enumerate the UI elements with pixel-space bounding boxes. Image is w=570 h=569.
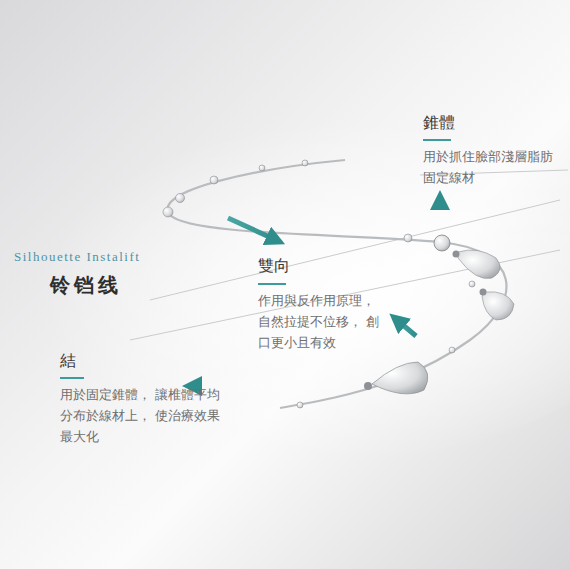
thread <box>168 160 507 408</box>
part-heading: 雙向 <box>258 256 290 277</box>
part-description: 作用與反作用原理， 自然拉提不位移， 創口更小且有效 <box>258 290 382 353</box>
brand-name: Silhouette Instalift <box>14 249 140 265</box>
product-name: 铃铛线 <box>50 272 122 299</box>
glow <box>10 120 570 460</box>
beads <box>163 160 475 408</box>
part-description: 用於固定錐體， 讓椎體平均分布於線材上， 使治療效果最大化 <box>60 384 223 447</box>
cones <box>364 235 514 394</box>
arrows <box>192 200 440 386</box>
part-heading: 結 <box>60 351 76 372</box>
part-heading: 錐體 <box>423 113 455 134</box>
part-description: 用於抓住臉部淺層脂肪 固定線材 <box>423 146 560 188</box>
